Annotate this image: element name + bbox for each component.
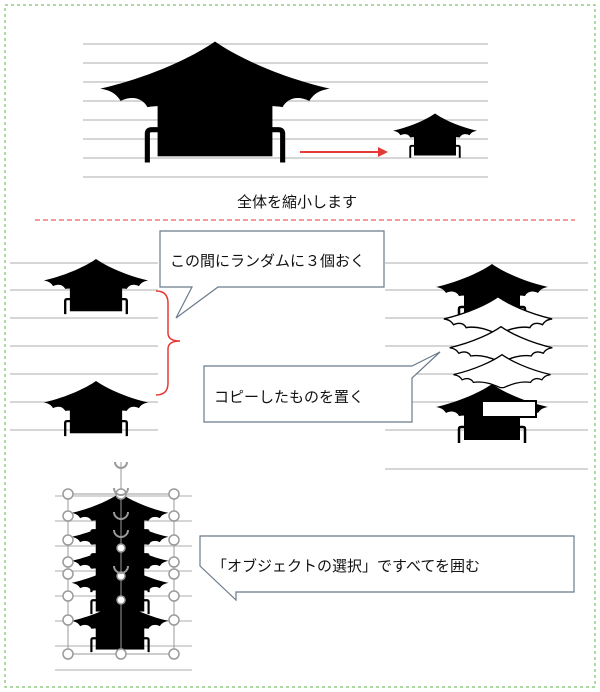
pagoda-top-icon <box>42 257 150 316</box>
ruled-lines-top <box>83 43 488 178</box>
outer-frame <box>4 4 596 688</box>
red-bracket <box>155 290 181 396</box>
callout-random: この間にランダムに３個おく <box>159 230 385 319</box>
pagoda-bottom-icon <box>42 379 150 438</box>
callout-copy-text: コピーしたものを置く <box>214 388 364 406</box>
arrow-shrink <box>300 147 388 157</box>
callout-copy: コピーしたものを置く <box>203 351 441 423</box>
selection-handle-icons <box>62 488 180 660</box>
shrink-caption: 全体を縮小します <box>237 193 357 211</box>
callout-random-text: この間にランダムに３個おく <box>170 252 365 270</box>
callout-select-text: 「オブジェクトの選択」ですべてを囲む <box>212 557 480 575</box>
rotate-handle-icons <box>113 461 129 574</box>
large-pagoda-icon <box>100 42 330 163</box>
outline-copies-icon <box>443 295 554 418</box>
callout-select: 「オブジェクトの選択」ですべてを囲む <box>199 535 575 602</box>
